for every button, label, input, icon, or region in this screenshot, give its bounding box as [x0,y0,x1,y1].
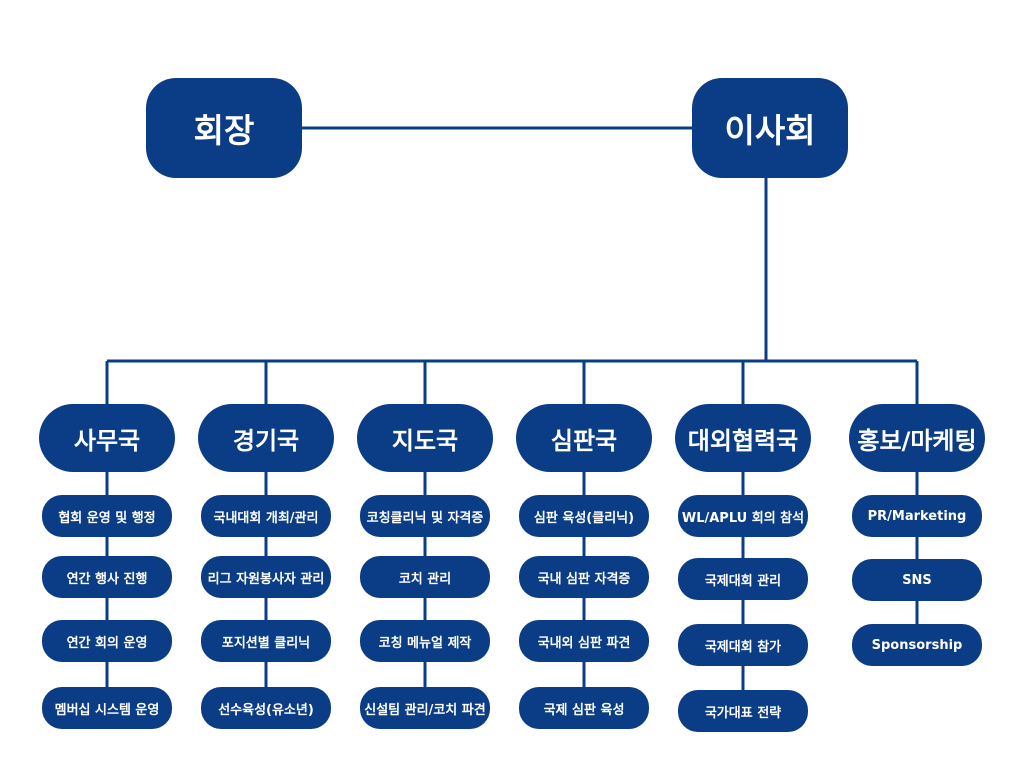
department-item: 멤버십 시스템 운영 [42,687,172,729]
department-item: 신설팀 관리/코치 파견 [360,687,490,729]
department-item: 코치 관리 [360,556,490,598]
president-box: 회장 [146,78,302,178]
department-item: 연간 회의 운영 [42,620,172,662]
department-item: 리그 자원봉사자 관리 [201,556,331,598]
board-box: 이사회 [692,78,848,178]
department-item: 선수육성(유소년) [201,687,331,729]
department-item: 포지션별 클리닉 [201,620,331,662]
department-item: 코칭클리닉 및 자격증 [360,495,490,537]
department-box: 심판국 [516,404,652,472]
department-item: Sponsorship [852,624,982,666]
department-box: 지도국 [357,404,493,472]
department-item: 국제 심판 육성 [519,687,649,729]
department-item: 코칭 메뉴얼 제작 [360,620,490,662]
department-item: 국내대회 개최/관리 [201,495,331,537]
department-box: 대외협력국 [675,404,811,472]
department-item: PR/Marketing [852,495,982,537]
department-item: 연간 행사 진행 [42,556,172,598]
department-item: 국제대회 관리 [678,558,808,600]
department-item: 국가대표 전략 [678,690,808,732]
department-box: 사무국 [39,404,175,472]
department-item: WL/APLU 회의 참석 [678,495,808,537]
department-item: 국내외 심판 파견 [519,620,649,662]
department-item: SNS [852,559,982,601]
department-box: 홍보/마케팅 [849,404,985,472]
department-item: 국제대회 참가 [678,624,808,666]
department-item: 심판 육성(클리닉) [519,495,649,537]
department-box: 경기국 [198,404,334,472]
department-item: 국내 심판 자격증 [519,556,649,598]
department-item: 협회 운영 및 행정 [42,495,172,537]
